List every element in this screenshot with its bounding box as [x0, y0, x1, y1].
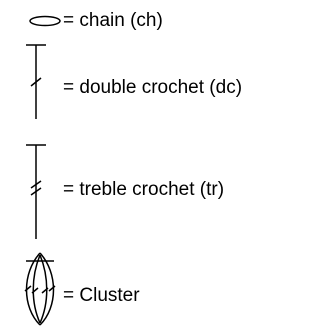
- legend-label-treble-crochet: = treble crochet (tr): [63, 179, 225, 200]
- legend-row-double-crochet: = double crochet (dc): [0, 40, 334, 120]
- legend-label-double-crochet: = double crochet (dc): [63, 77, 243, 98]
- legend-label-chain: = chain (ch): [63, 10, 163, 31]
- legend-row-treble-crochet: = treble crochet (tr): [0, 130, 334, 240]
- treble-crochet-icon: [24, 144, 48, 240]
- legend-row-cluster: = Cluster: [0, 250, 334, 327]
- cluster-icon: [20, 251, 60, 327]
- chain-oval-icon: [29, 15, 61, 27]
- legend-label-cluster: = Cluster: [63, 285, 140, 306]
- legend-row-chain: = chain (ch): [0, 0, 334, 40]
- double-crochet-icon: [24, 44, 48, 120]
